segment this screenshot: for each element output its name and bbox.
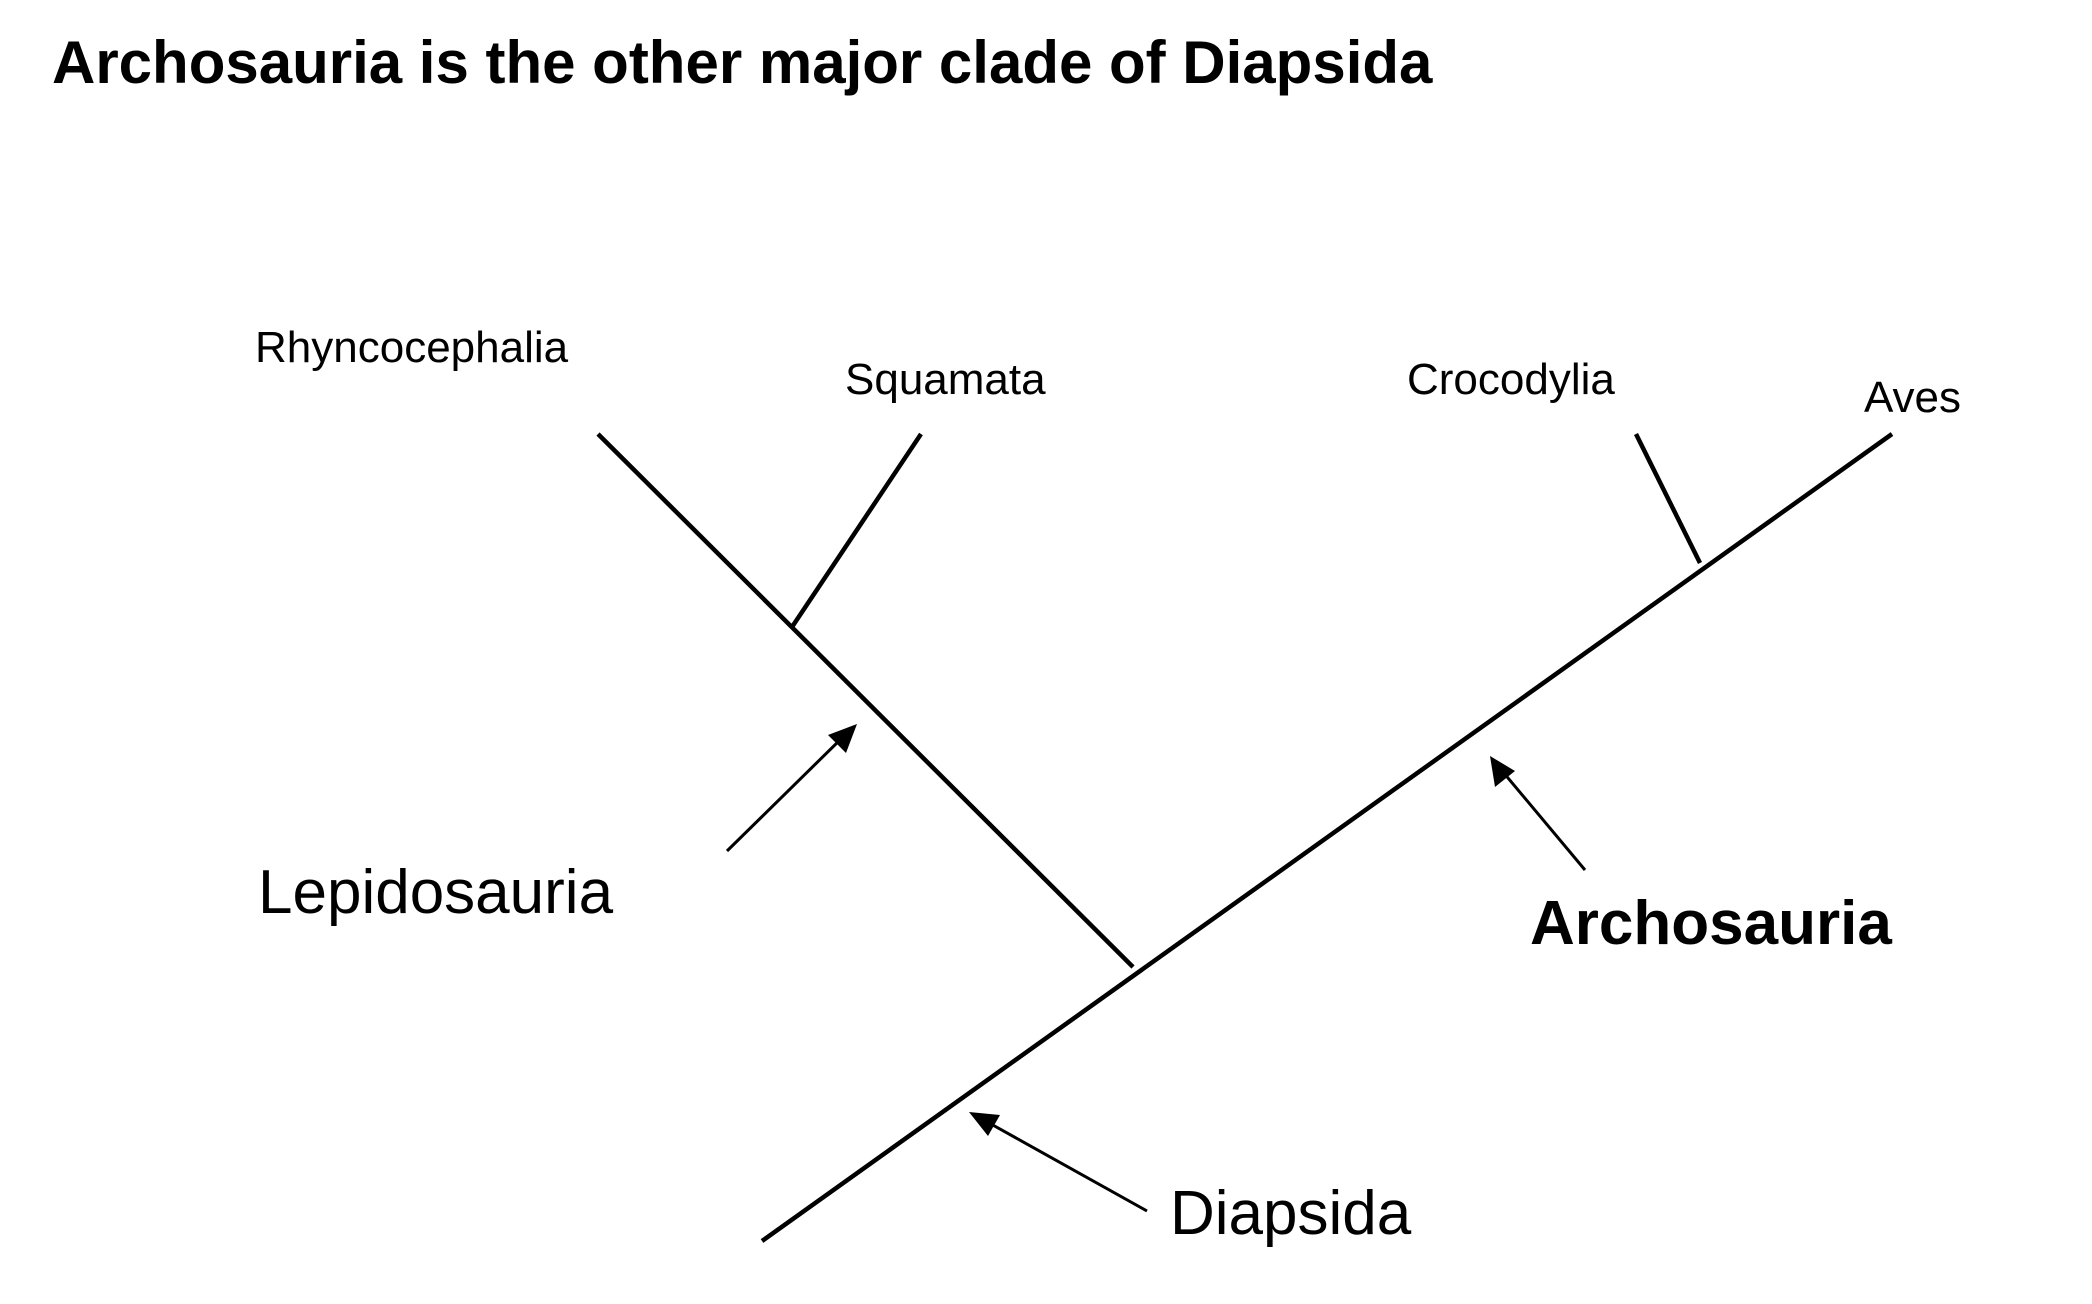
- squamata-branch: [790, 432, 923, 629]
- taxon-label-crocodylia: Crocodylia: [1407, 355, 1615, 404]
- slide-title: Archosauria is the other major clade of …: [52, 29, 1433, 96]
- diapsida-arrowhead-icon: [969, 1112, 1000, 1136]
- crocodylia-branch: [1633, 433, 1703, 564]
- lepidosauria-arrowhead-icon: [828, 724, 857, 753]
- lepidosauria-branch: [596, 432, 1135, 969]
- diapsida-main-branch: [760, 432, 1894, 1243]
- taxon-label-rhyncocephalia: Rhyncocephalia: [255, 323, 569, 372]
- taxon-label-squamata: Squamata: [845, 355, 1046, 404]
- archosauria-arrowhead-icon: [1490, 756, 1515, 787]
- lepidosauria-arrow-icon: [725, 733, 847, 853]
- taxon-label-aves: Aves: [1864, 373, 1962, 422]
- clade-label-diapsida: Diapsida: [1170, 1179, 1412, 1248]
- clade-label-lepidosauria: Lepidosauria: [258, 858, 614, 927]
- archosauria-arrow-icon: [1496, 765, 1587, 871]
- diapsida-arrow-icon: [981, 1117, 1148, 1213]
- clade-label-archosauria: Archosauria: [1530, 889, 1892, 958]
